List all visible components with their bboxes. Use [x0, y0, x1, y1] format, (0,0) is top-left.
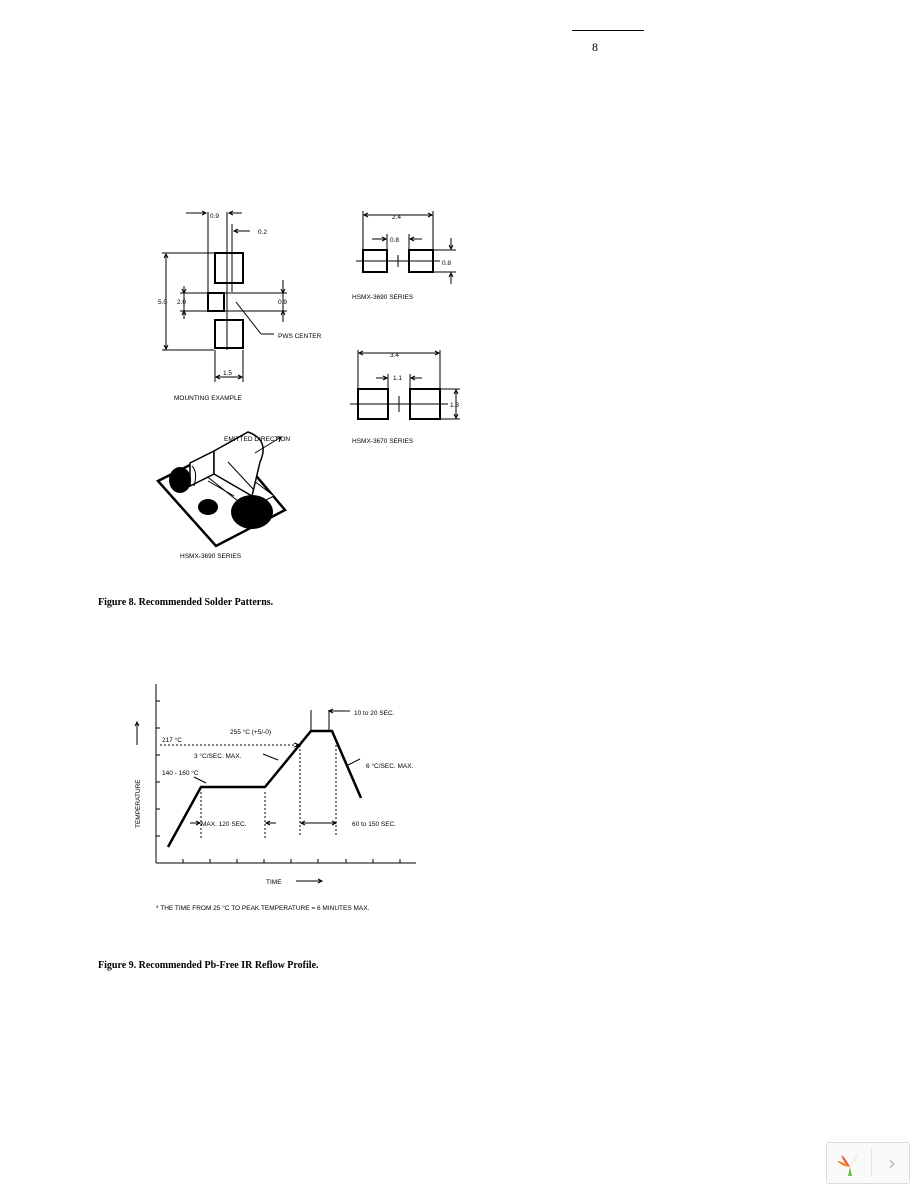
- viewer-nav: ›: [826, 1142, 910, 1184]
- pad-bottom: [214, 319, 244, 349]
- brand-logo-icon: [837, 1153, 859, 1176]
- dim-3670-width: 3.4: [390, 352, 399, 359]
- series-3690-label: HSMX-3690 SERIES: [352, 294, 414, 301]
- nav-divider: [871, 1149, 872, 1177]
- x-axis-label: TIME: [266, 879, 282, 886]
- page-number: 8: [592, 40, 598, 54]
- iso-series-label: HSMX-3690 SERIES: [180, 553, 242, 560]
- centre-label: PWS CENTER: [278, 333, 322, 340]
- axes: [155, 684, 416, 864]
- dim-total-height: 5.0: [158, 299, 167, 306]
- series-3670-label: HSMX-3670 SERIES: [352, 438, 414, 445]
- figure-9-caption: Figure 9. Recommended Pb-Free IR Reflow …: [98, 960, 319, 971]
- figure-9-reflow-profile: 10 to 20 SEC. 255 °C (+5/-0) 217 °C 3 °C…: [134, 684, 416, 912]
- label-217: 217 °C: [162, 736, 182, 744]
- y-axis-label: TEMPERATURE: [135, 779, 142, 828]
- label-ramp-up: 3 °C/SEC. MAX.: [194, 752, 242, 760]
- series-reflow-profile: [166, 729, 363, 848]
- label-reflow-time: 60 to 150 SEC.: [352, 821, 396, 828]
- figure-8-caption: Figure 8. Recommended Solder Patterns.: [98, 597, 274, 608]
- footnote: * THE TIME FROM 25 °C TO PEAK TEMPERATUR…: [156, 904, 370, 912]
- pad-top: [214, 252, 244, 284]
- label-soak-temp: 140 - 160 °C: [162, 769, 199, 777]
- label-ramp-down: 6 °C/SEC. MAX.: [366, 762, 414, 770]
- pad-middle: [207, 292, 225, 312]
- dim-3670-gap: 1.1: [393, 375, 402, 382]
- figure-8-solder-patterns: 0.9 0.2 5.0 2.0 0.9 1.5 PWS CENTER MOUNT…: [155, 210, 460, 560]
- label-peak-duration: 10 to 20 SEC.: [354, 710, 395, 717]
- dim-3690-width: 2.4: [392, 214, 401, 221]
- label-peak-temp: 255 °C (+5/-0): [230, 728, 271, 736]
- dim-3690-gap: 0.8: [390, 237, 399, 244]
- dim-top-offset: 0.2: [258, 229, 267, 236]
- dim-3670-height: 1.3: [450, 402, 459, 409]
- mounting-example-label: MOUNTING EXAMPLE: [174, 395, 243, 402]
- header-rule: [572, 30, 644, 31]
- emitted-direction-label: EMITTED DIRECTION: [224, 436, 290, 443]
- dim-mid-right: 0.9: [278, 299, 287, 306]
- next-page-button[interactable]: ›: [888, 1151, 896, 1175]
- dim-width: 1.5: [223, 370, 232, 377]
- label-soak-time: MAX. 120 SEC.: [201, 821, 247, 828]
- dim-3690-height: 0.8: [442, 260, 451, 267]
- y-ticks: [156, 700, 160, 837]
- x-ticks: [182, 859, 401, 863]
- dim-top-gap: 0.9: [210, 213, 219, 220]
- dim-mid-height: 2.0: [177, 299, 186, 306]
